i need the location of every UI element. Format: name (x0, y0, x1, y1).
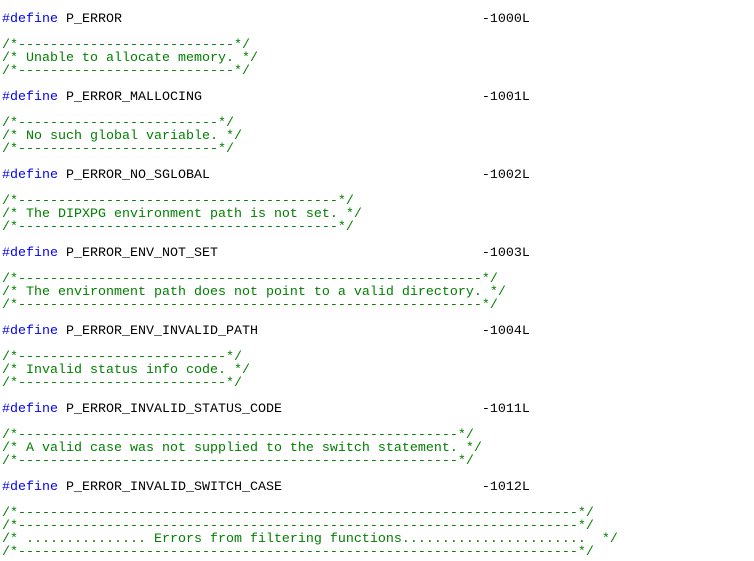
macro-name: P_ERROR_NO_SGLOBAL (66, 168, 482, 183)
comment-text: /*--------------------------------------… (2, 272, 498, 287)
macro-value: -1001L (481, 90, 530, 105)
define-line: #define P_ERROR_NO_SGLOBAL -1002L (2, 169, 754, 182)
comment-text: /* The DIPXPG environment path is not se… (2, 207, 362, 222)
comment-line: /*--------------------------------------… (2, 507, 754, 520)
comment-text: /*--------------------------*/ (2, 350, 242, 365)
comment-line: /*--------------------------*/ (2, 351, 754, 364)
macro-value: -1012L (481, 480, 530, 495)
comment-text: /*--------------------------*/ (2, 376, 242, 391)
comment-line: /* The environment path does not point t… (2, 286, 754, 299)
preprocessor-directive: #define (2, 90, 58, 105)
preprocessor-directive: #define (2, 402, 58, 417)
comment-text: /*---------------------------*/ (2, 64, 250, 79)
comment-line: /*--------------------------*/ (2, 377, 754, 390)
comment-line: /* ............... Errors from filtering… (2, 533, 754, 546)
comment-line: /*--------------------------------------… (2, 455, 754, 468)
comment-text: /*--------------------------------------… (2, 545, 594, 560)
comment-line: /* The DIPXPG environment path is not se… (2, 208, 754, 221)
comment-line: /*--------------------------------------… (2, 429, 754, 442)
comment-line: /*--------------------------------------… (2, 546, 754, 559)
comment-line: /*--------------------------------------… (2, 195, 754, 208)
preprocessor-directive: #define (2, 168, 58, 183)
macro-name: P_ERROR_INVALID_STATUS_CODE (66, 402, 482, 417)
comment-text: /*--------------------------------------… (2, 519, 594, 534)
comment-text: /* Invalid status info code. */ (2, 363, 250, 378)
macro-value: -1011L (481, 402, 530, 417)
comment-text: /* Unable to allocate memory. */ (2, 51, 258, 66)
comment-text: /*-------------------------*/ (2, 142, 234, 157)
define-line: #define P_ERROR_INVALID_STATUS_CODE -101… (2, 403, 754, 416)
comment-line: /*--------------------------------------… (2, 221, 754, 234)
macro-name: P_ERROR_ENV_NOT_SET (66, 246, 482, 261)
comment-text: /*--------------------------------------… (2, 454, 474, 469)
macro-name: P_ERROR_INVALID_SWITCH_CASE (66, 480, 482, 495)
preprocessor-directive: #define (2, 324, 58, 339)
macro-name: P_ERROR (66, 12, 482, 27)
comment-line: /*---------------------------*/ (2, 39, 754, 52)
define-line: #define P_ERROR_INVALID_SWITCH_CASE -101… (2, 481, 754, 494)
comment-text: /* A valid case was not supplied to the … (2, 441, 482, 456)
macro-name: P_ERROR_MALLOCING (66, 90, 482, 105)
macro-value: -1002L (481, 168, 530, 183)
comment-text: /*--------------------------------------… (2, 220, 354, 235)
comment-text: /*--------------------------------------… (2, 298, 498, 313)
comment-line: /*--------------------------------------… (2, 273, 754, 286)
define-line: #define P_ERROR_ENV_INVALID_PATH -1004L (2, 325, 754, 338)
comment-text: /*--------------------------------------… (2, 194, 354, 209)
comment-text: /*-------------------------*/ (2, 116, 234, 131)
comment-text: /*--------------------------------------… (2, 506, 594, 521)
comment-line: /*--------------------------------------… (2, 299, 754, 312)
comment-line: /* Unable to allocate memory. */ (2, 52, 754, 65)
comment-line: /*-------------------------*/ (2, 143, 754, 156)
preprocessor-directive: #define (2, 480, 58, 495)
comment-text: /* ............... Errors from filtering… (2, 532, 618, 547)
comment-text: /* The environment path does not point t… (2, 285, 506, 300)
comment-text: /*--------------------------------------… (2, 428, 474, 443)
macro-value: -1000L (481, 12, 530, 27)
comment-line: /* A valid case was not supplied to the … (2, 442, 754, 455)
comment-line: /*--------------------------------------… (2, 520, 754, 533)
comment-line: /*---------------------------*/ (2, 65, 754, 78)
comment-line: /* Invalid status info code. */ (2, 364, 754, 377)
comment-text: /* No such global variable. */ (2, 129, 242, 144)
macro-value: -1003L (481, 246, 530, 261)
define-line: #define P_ERROR -1000L (2, 13, 754, 26)
define-line: #define P_ERROR_ENV_NOT_SET -1003L (2, 247, 754, 260)
comment-text: /*---------------------------*/ (2, 38, 250, 53)
define-line: #define P_ERROR_MALLOCING -1001L (2, 91, 754, 104)
comment-line: /*-------------------------*/ (2, 117, 754, 130)
macro-name: P_ERROR_ENV_INVALID_PATH (66, 324, 482, 339)
macro-value: -1004L (481, 324, 530, 339)
preprocessor-directive: #define (2, 12, 58, 27)
comment-line: /* No such global variable. */ (2, 130, 754, 143)
preprocessor-directive: #define (2, 246, 58, 261)
